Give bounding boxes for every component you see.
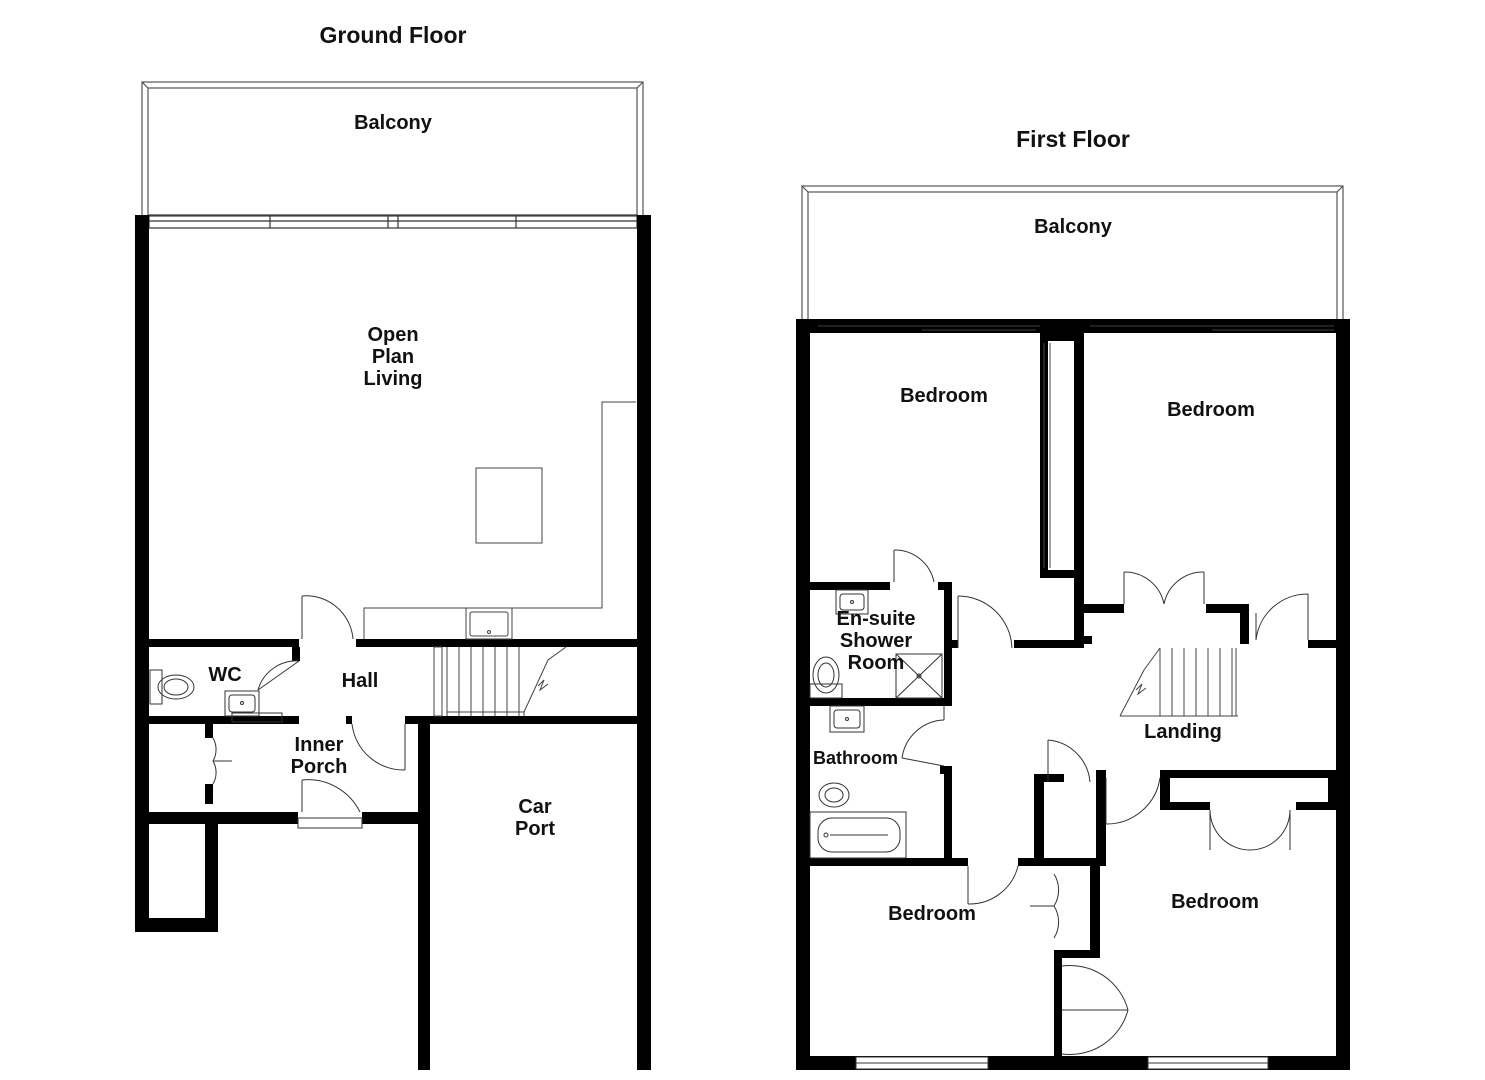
ground-floor-title: Ground Floor	[319, 22, 467, 48]
bedroom-rear-right-label: Bedroom	[1171, 891, 1259, 913]
bedroom-front-right-label: Bedroom	[1167, 399, 1255, 421]
ground-kitchen	[363, 401, 636, 640]
ground-wc-fittings	[149, 669, 283, 723]
first-floor-plan	[796, 185, 1350, 1070]
first-ensuite-fittings	[809, 589, 943, 699]
ground-balcony-label: Balcony	[354, 112, 432, 134]
first-doors	[893, 549, 1309, 1056]
ensuite-label: En-suite Shower Room	[836, 608, 916, 674]
first-balcony-outline	[801, 185, 1344, 321]
inner-porch-label: Inner Porch	[290, 734, 348, 778]
car-port-label: Car Port	[515, 796, 555, 840]
first-balcony-glazing	[818, 325, 1334, 331]
first-rear-windows	[855, 1056, 1269, 1070]
first-floor-title: First Floor	[1016, 126, 1130, 152]
open-plan-living-label: Open Plan Living	[363, 324, 423, 390]
ground-balcony-glazing	[148, 214, 638, 229]
hall-label: Hall	[341, 670, 379, 692]
ground-doors	[212, 595, 406, 829]
ground-floor-plan	[135, 81, 651, 1070]
ground-stairs	[433, 646, 567, 717]
first-balcony-label: Balcony	[1034, 216, 1112, 238]
first-wardrobe	[1043, 343, 1051, 568]
first-bathroom-fittings	[809, 705, 907, 859]
first-stairs	[1119, 647, 1238, 717]
first-walls	[796, 319, 1350, 1070]
bedroom-front-left-label: Bedroom	[900, 385, 988, 407]
bedroom-rear-left-label: Bedroom	[888, 903, 976, 925]
landing-label: Landing	[1144, 721, 1222, 743]
wc-label: WC	[208, 664, 242, 686]
bathroom-label: Bathroom	[813, 748, 898, 768]
ground-balcony-outline	[141, 81, 644, 217]
ground-walls	[135, 215, 651, 1070]
